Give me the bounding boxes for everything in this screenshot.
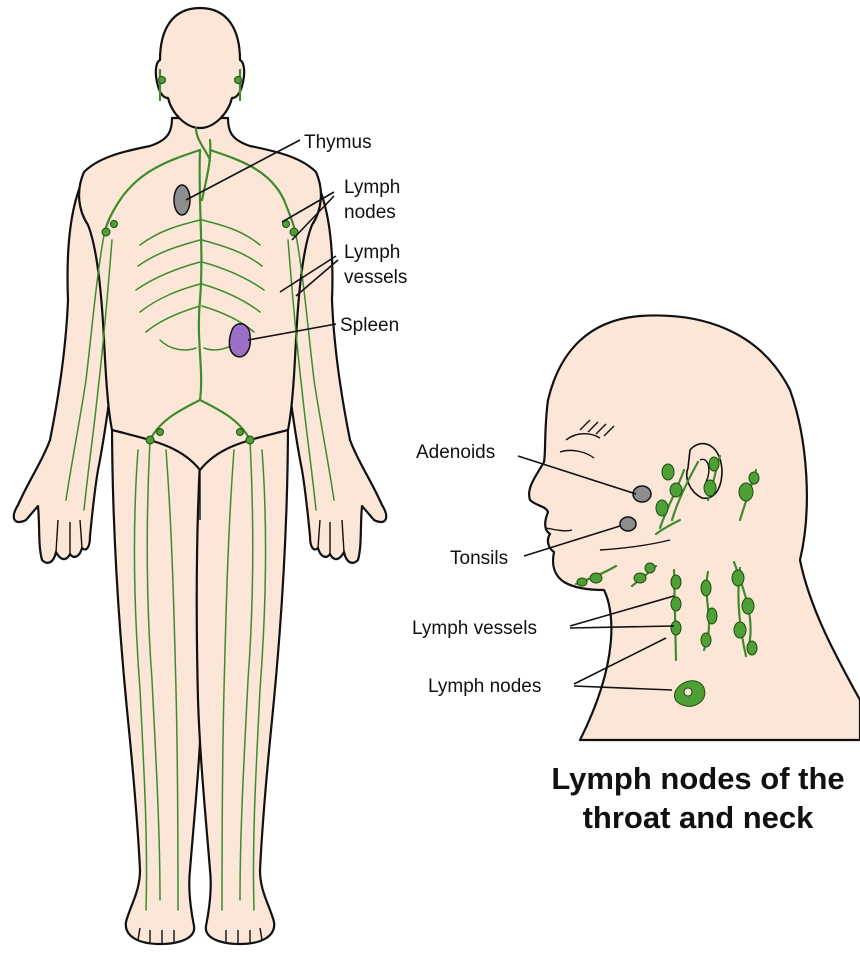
neck-lymph-nodes-label: Lymph nodes	[428, 676, 541, 697]
body-lymph-vessels-label-line1: Lymph	[344, 242, 400, 263]
neck-lymph-vessels-label: Lymph vessels	[412, 618, 537, 639]
caption-line-2: throat and neck	[583, 800, 815, 835]
tonsils-label: Tonsils	[450, 548, 508, 569]
body-lymph-nodes-label-line2: nodes	[344, 202, 396, 223]
tonsils-organ	[620, 517, 636, 531]
caption-line-1: Lymph nodes of the	[551, 761, 844, 796]
right-leg	[197, 420, 288, 944]
head-profile	[529, 315, 860, 740]
spleen-label: Spleen	[340, 315, 399, 336]
head-neck-figure	[529, 315, 860, 740]
adenoids-label: Adenoids	[416, 442, 495, 463]
left-leg	[112, 420, 203, 944]
body-lymph-nodes-label-line1: Lymph	[344, 177, 400, 198]
body-lymph-vessels-label-line2: vessels	[344, 267, 407, 288]
spleen-organ	[229, 324, 250, 357]
head	[156, 8, 244, 128]
thymus-label: Thymus	[304, 132, 372, 153]
